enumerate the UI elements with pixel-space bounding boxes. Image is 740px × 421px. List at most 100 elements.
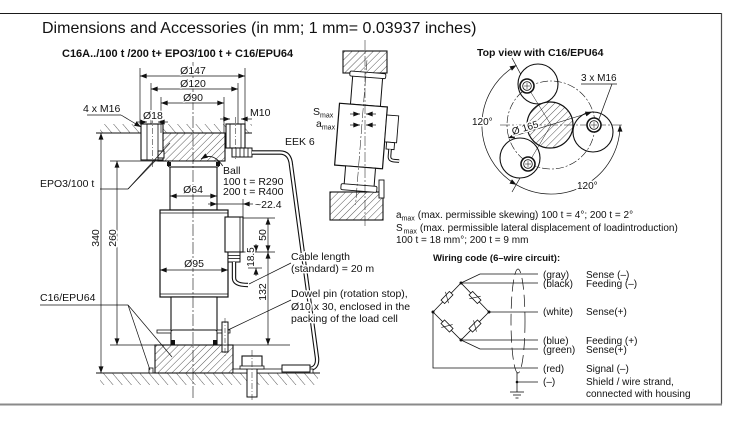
wire-lines	[432, 273, 538, 392]
main-assembly-drawing	[40, 62, 320, 400]
angle-left-label: 120°	[472, 117, 493, 128]
wire-gray	[460, 273, 538, 284]
note-displacement-symbol: S	[396, 223, 403, 234]
wire-function-label: Sense (–)	[586, 270, 629, 281]
a-symbol: a	[316, 118, 322, 130]
cable-plug-top	[231, 147, 253, 158]
top-view-drawing	[481, 57, 624, 195]
cable-shield-ellipse	[510, 268, 526, 374]
tolerance-notes: amax(max. permissible skewing) 100 t = 4…	[396, 210, 678, 246]
wire-function-label: Signal (–)	[586, 364, 629, 375]
skew-displacement-arrows	[350, 111, 376, 128]
strain-gauge-resistor	[440, 319, 454, 333]
bolt-m16-top-left	[519, 78, 535, 94]
wire-function-label: Feeding (+)	[586, 336, 637, 347]
dim-height-18-5: 18.5	[246, 247, 257, 267]
wiring-title: Wiring code (6–wire circuit):	[433, 253, 560, 264]
wire-color-label: (red)	[543, 364, 564, 375]
assembly-subtitle: C16A../100 t /200 t+ EPO3/100 t + C16/EP…	[62, 48, 294, 60]
note-skew: amax(max. permissible skewing) 100 t = 4…	[396, 210, 633, 223]
cable-length-value: (standard) = 20 m	[291, 263, 374, 275]
bolt-m16-bottom-left	[520, 156, 536, 172]
wire-color-label: (gray)	[543, 270, 569, 281]
page-title: Dimensions and Accessories (in mm; 1 mm=…	[42, 20, 476, 37]
dim-offset-22-4: ~22.4	[255, 199, 282, 211]
top-view-bolts-label: 3 x M16	[581, 73, 617, 84]
wire-color-label: (black)	[543, 279, 573, 290]
skew-dowel-pin	[378, 179, 385, 199]
page-frame	[0, 13, 723, 406]
label-m10: M10	[250, 107, 271, 119]
dowel-pin	[221, 318, 229, 356]
note-skew-text: (max. permissible skewing) 100 t = 4°; 2…	[418, 210, 633, 221]
wire-function-label: Feeding (–)	[586, 279, 637, 290]
strain-gauge-resistor	[468, 290, 482, 305]
dim-diameter-95: Ø95	[184, 258, 204, 270]
dim-height-260: 260	[107, 229, 119, 247]
wire-color-label: (white)	[543, 307, 573, 318]
wire-shield	[516, 372, 538, 392]
strain-gauge-resistor	[440, 290, 454, 305]
wiring-legend: (gray) Sense (–) (black) Feeding (–) (wh…	[543, 270, 691, 400]
s-symbol: S	[313, 106, 320, 118]
wire-function-label: Sense(+)	[586, 307, 627, 318]
bolt-m16-right	[586, 117, 602, 133]
skew-bottom-mount	[329, 191, 384, 221]
load-cell-body	[159, 209, 229, 298]
wire-color-label: (–)	[543, 377, 555, 388]
dim-height-340: 340	[90, 229, 102, 247]
pad-circle-bottom-left	[499, 137, 541, 179]
dim-diameter-120: Ø120	[180, 78, 206, 90]
main-drawing-labels: Ø147 Ø120 Ø90 4 x M16 Ø18 M10 EEK 6 Ball…	[40, 64, 412, 327]
label-cable-type: EEK 6	[285, 136, 315, 148]
wire-function-label: Shield / wire strand,	[586, 377, 674, 388]
wire-color-label: (blue)	[543, 336, 569, 347]
skew-a-max-label: amax	[316, 118, 336, 132]
lower-base-plate	[154, 344, 234, 374]
bridge-circuit	[431, 281, 491, 342]
ball-radius-200t: 200 t = R400	[223, 186, 284, 198]
upper-pressure-plate	[157, 132, 226, 162]
dowel-pin-line-3: packing of the load cell	[291, 313, 398, 325]
note-displacement-text: (max. permissible lateral displacement o…	[420, 223, 678, 234]
ground-foundation	[96, 367, 320, 385]
ground-icon	[510, 391, 524, 399]
note-displacement-values: 100 t = 18 mm°; 200 t = 9 mm	[396, 235, 528, 246]
wire-function-label: Sense(+)	[586, 345, 627, 356]
dim-height-50: 50	[257, 229, 269, 241]
wire-color-label: (green)	[543, 345, 575, 356]
dim-diameter-18: Ø18	[143, 110, 163, 122]
label-top-bolts: 4 x M16	[83, 103, 121, 115]
wiring-diagram	[431, 268, 538, 399]
cable-route	[252, 150, 320, 372]
skew-illustration	[329, 40, 400, 226]
skew-s-max-label: Smax	[313, 106, 334, 120]
note-displacement: Smax(max. permissible lateral displaceme…	[396, 223, 678, 236]
lower-column	[156, 296, 231, 346]
dim-diameter-90: Ø90	[183, 92, 203, 104]
note-displacement-subscript: max	[404, 229, 418, 236]
cable-plug-bottom	[281, 364, 311, 373]
skew-tilted-load-cell	[333, 60, 400, 205]
top-bolt-m10	[225, 117, 246, 160]
top-bolt-m16	[140, 117, 165, 167]
angle-bottom-label: 120°	[577, 181, 598, 192]
foundation-bolt	[239, 350, 265, 400]
leader-lines	[40, 114, 292, 371]
wire-red	[432, 312, 538, 369]
cable-length-title: Cable length	[291, 251, 350, 263]
note-skew-subscript: max	[402, 216, 416, 223]
a-subscript: max	[322, 125, 336, 132]
ball-label: Ball	[223, 165, 241, 177]
connector-housing	[224, 216, 249, 288]
s-subscript: max	[320, 113, 334, 120]
strain-gauge-resistor	[468, 319, 482, 333]
dowel-pin-line-2: Ø10 x 30, enclosed in the	[291, 301, 410, 313]
dim-diameter-64: Ø64	[183, 184, 203, 196]
label-epu64: C16/EPU64	[40, 292, 96, 304]
pitch-diameter-line	[507, 111, 593, 139]
note-skew-symbol: a	[396, 210, 402, 221]
dowel-pin-line-1: Dowel pin (rotation stop),	[291, 288, 408, 300]
label-epo3: EPO3/100 t	[40, 178, 94, 190]
